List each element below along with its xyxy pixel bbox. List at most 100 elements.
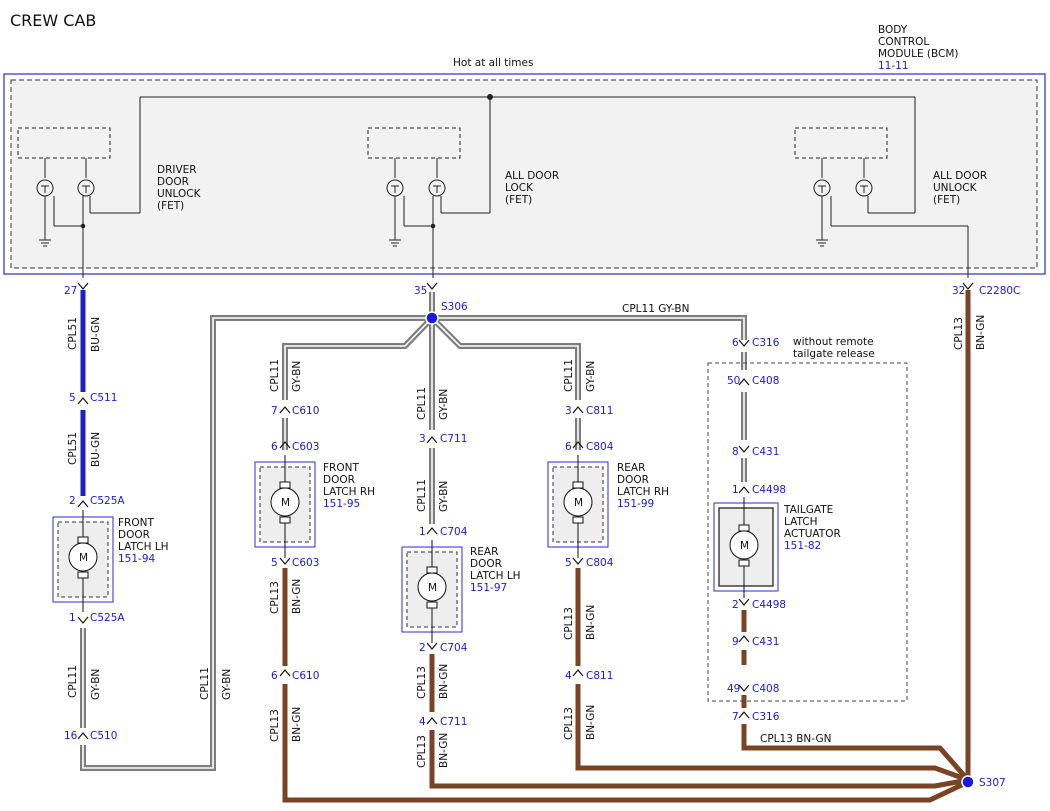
front-door-latch-lh: M FRONT DOOR LATCH LH 151-94 xyxy=(52,510,169,612)
svg-text:C2280C: C2280C xyxy=(979,285,1020,297)
svg-text:6: 6 xyxy=(271,441,278,453)
svg-text:LATCH RH: LATCH RH xyxy=(323,486,375,498)
bcm-body xyxy=(10,79,1038,269)
rear-door-latch-lh: M REAR DOOR LATCH LH 151-97 xyxy=(401,540,521,643)
splice-s307: S307 xyxy=(979,777,1006,789)
svg-text:DOOR: DOOR xyxy=(470,558,502,570)
svg-text:BN-GN: BN-GN xyxy=(585,605,597,640)
svg-text:C610: C610 xyxy=(292,405,319,417)
svg-text:CPL11 GY-BN: CPL11 GY-BN xyxy=(622,303,689,315)
svg-text:CPL11: CPL11 xyxy=(67,665,79,698)
svg-text:C811: C811 xyxy=(586,405,613,417)
svg-text:C603: C603 xyxy=(292,441,319,453)
svg-text:C711: C711 xyxy=(440,716,467,728)
bcm-label: BODY CONTROL MODULE (BCM) 11-11 xyxy=(878,24,959,72)
svg-text:LOCK: LOCK xyxy=(505,182,534,194)
svg-text:REAR: REAR xyxy=(470,546,498,558)
svg-text:LATCH LH: LATCH LH xyxy=(470,570,521,582)
svg-text:CPL11: CPL11 xyxy=(416,387,428,420)
svg-text:27: 27 xyxy=(64,285,77,297)
fet-label-driver-unlock: DRIVER DOOR UNLOCK (FET) xyxy=(157,164,202,212)
svg-text:BN-GN: BN-GN xyxy=(438,664,450,699)
svg-text:M: M xyxy=(740,540,749,552)
svg-text:CPL13: CPL13 xyxy=(953,317,965,350)
wire-cpl13 xyxy=(282,290,971,803)
svg-text:2: 2 xyxy=(69,495,76,507)
tailgate-latch-actuator: M TAILGATE LATCH ACTUATOR 151-82 xyxy=(713,497,841,598)
svg-text:151-94: 151-94 xyxy=(118,553,156,565)
svg-text:CPL13: CPL13 xyxy=(269,581,281,614)
svg-text:UNLOCK: UNLOCK xyxy=(157,188,202,200)
svg-text:C408: C408 xyxy=(752,683,779,695)
svg-text:32: 32 xyxy=(952,285,965,297)
page-title: CREW CAB xyxy=(10,11,96,30)
wire-cpl11 xyxy=(80,292,747,771)
svg-text:C711: C711 xyxy=(440,433,467,445)
svg-text:CPL13: CPL13 xyxy=(416,666,428,699)
svg-text:35: 35 xyxy=(414,285,427,297)
svg-text:151-97: 151-97 xyxy=(470,582,507,594)
svg-text:(FET): (FET) xyxy=(505,194,532,206)
svg-text:C431: C431 xyxy=(752,446,779,458)
svg-text:FRONT: FRONT xyxy=(118,517,154,529)
svg-text:LATCH RH: LATCH RH xyxy=(617,486,669,498)
svg-text:FRONT: FRONT xyxy=(323,462,359,474)
svg-text:CPL13 BN-GN: CPL13 BN-GN xyxy=(760,733,831,745)
svg-text:ALL DOOR: ALL DOOR xyxy=(505,170,559,182)
note-tailgate-line2: tailgate release xyxy=(793,348,875,360)
svg-text:C4498: C4498 xyxy=(752,599,786,611)
svg-text:DOOR: DOOR xyxy=(157,176,189,188)
svg-text:M: M xyxy=(281,497,290,509)
svg-text:C408: C408 xyxy=(752,375,779,387)
bcm-internal-wiring xyxy=(17,94,969,278)
svg-text:GY-BN: GY-BN xyxy=(438,481,450,512)
svg-text:2: 2 xyxy=(419,642,426,654)
svg-text:3: 3 xyxy=(419,433,426,445)
svg-text:DOOR: DOOR xyxy=(617,474,649,486)
note-tailgate-line1: without remote xyxy=(793,336,874,348)
svg-text:3: 3 xyxy=(565,405,572,417)
svg-text:C804: C804 xyxy=(586,441,614,453)
svg-text:5: 5 xyxy=(69,392,76,404)
svg-text:DOOR: DOOR xyxy=(323,474,355,486)
svg-text:6: 6 xyxy=(732,337,739,349)
svg-text:49: 49 xyxy=(727,683,740,695)
svg-text:1: 1 xyxy=(419,526,426,538)
svg-text:C811: C811 xyxy=(586,670,613,682)
svg-text:CPL51: CPL51 xyxy=(67,432,79,465)
svg-text:9: 9 xyxy=(732,636,739,648)
svg-text:CPL11: CPL11 xyxy=(269,359,281,392)
fet-label-all-lock: ALL DOOR LOCK (FET) xyxy=(505,170,559,206)
svg-text:5: 5 xyxy=(271,557,278,569)
bcm-frame xyxy=(3,73,1046,275)
svg-text:C610: C610 xyxy=(292,670,319,682)
svg-text:CONTROL: CONTROL xyxy=(878,36,929,48)
svg-text:TAILGATE: TAILGATE xyxy=(783,504,833,516)
svg-text:BN-GN: BN-GN xyxy=(291,707,303,742)
svg-text:DOOR: DOOR xyxy=(118,529,150,541)
svg-text:BN-GN: BN-GN xyxy=(975,315,987,350)
svg-text:ACTUATOR: ACTUATOR xyxy=(784,528,841,540)
svg-text:8: 8 xyxy=(732,446,739,458)
svg-text:(FET): (FET) xyxy=(933,194,960,206)
svg-text:CPL13: CPL13 xyxy=(563,607,575,640)
svg-text:C510: C510 xyxy=(90,730,117,742)
svg-text:C704: C704 xyxy=(440,642,468,654)
svg-text:BODY: BODY xyxy=(878,24,908,36)
motor-icon xyxy=(270,487,300,517)
svg-text:ALL DOOR: ALL DOOR xyxy=(933,170,987,182)
svg-text:151-95: 151-95 xyxy=(323,498,360,510)
svg-text:16: 16 xyxy=(64,730,78,742)
connector-arrows xyxy=(77,282,974,740)
svg-text:4: 4 xyxy=(565,670,572,682)
svg-text:151-99: 151-99 xyxy=(617,498,654,510)
svg-text:CPL13: CPL13 xyxy=(563,707,575,740)
svg-text:C316: C316 xyxy=(752,711,780,723)
svg-text:GY-BN: GY-BN xyxy=(438,389,450,420)
svg-text:2: 2 xyxy=(732,599,739,611)
fet-label-all-unlock: ALL DOOR UNLOCK (FET) xyxy=(933,170,987,206)
svg-text:C525A: C525A xyxy=(90,612,125,624)
svg-text:BN-GN: BN-GN xyxy=(585,705,597,740)
svg-text:CPL11: CPL11 xyxy=(416,479,428,512)
